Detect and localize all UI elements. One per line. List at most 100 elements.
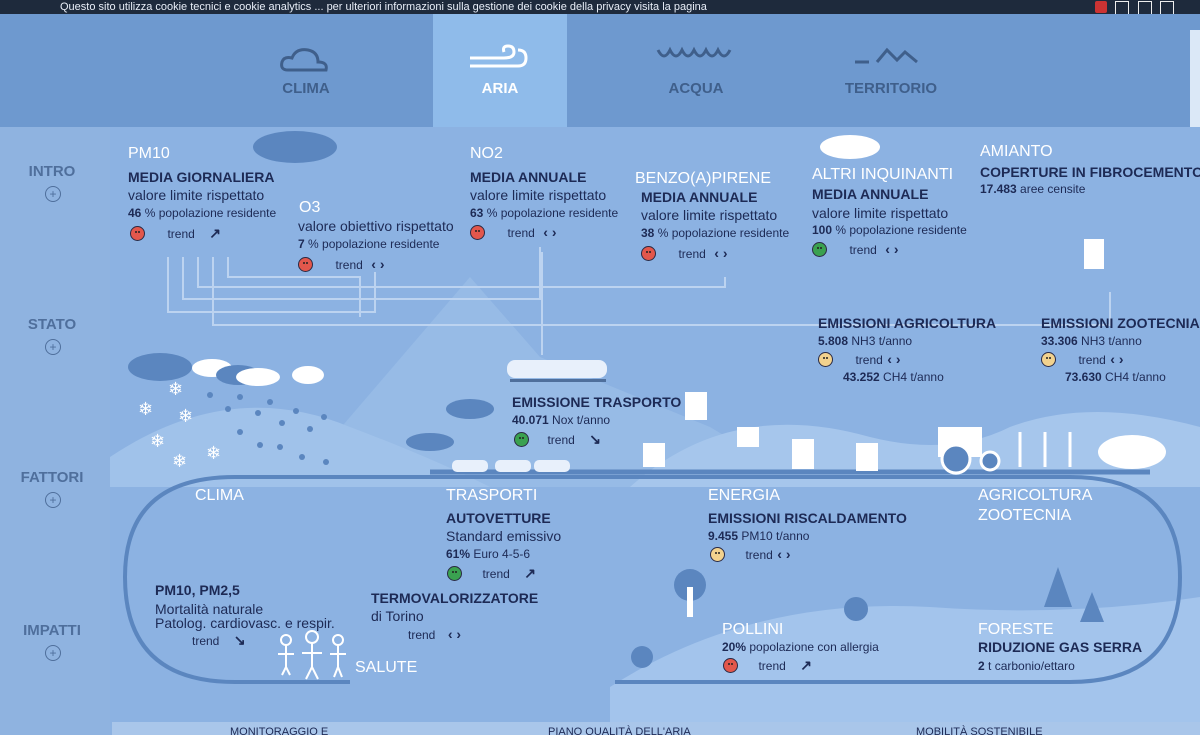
- pm25-line1: Mortalità naturale: [155, 601, 264, 617]
- bad-face-icon: [298, 257, 313, 273]
- tab-territorio[interactable]: TERRITORIO: [824, 14, 958, 132]
- sidebar-label: IMPATTI: [23, 622, 81, 639]
- expand-icon[interactable]: +: [45, 186, 61, 202]
- termo-subtitle: TERMOVALORIZZATORE: [371, 590, 539, 606]
- benzo-title: BENZO(A)PIRENE: [635, 170, 772, 187]
- fattori-energia: ENERGIA: [708, 487, 781, 504]
- termo-line1: di Torino: [371, 608, 424, 624]
- cookie-banner: Questo sito utilizza cookie tecnici e co…: [0, 0, 1200, 14]
- waves-icon: [656, 46, 732, 58]
- tab-bar: [0, 14, 1200, 127]
- benzo-trend[interactable]: trend ‹ ›: [641, 245, 727, 263]
- tab-label: TERRITORIO: [844, 80, 938, 97]
- o3-status: valore obiettivo rispettato: [298, 218, 454, 234]
- bad-face-icon: [130, 226, 145, 242]
- scrollbar[interactable]: [1190, 30, 1200, 130]
- pm10-subtitle: MEDIA GIORNALIERA: [128, 169, 275, 185]
- trend-arrow-icon: ‹ ›: [371, 256, 385, 272]
- svg-text:❄: ❄: [138, 399, 153, 419]
- trend-arrow-icon: ↗: [800, 657, 812, 673]
- fattori-zootecnia: ZOOTECNIA: [978, 507, 1072, 524]
- good-face-icon: [812, 242, 827, 258]
- trend-arrow-icon: ↘: [589, 431, 601, 447]
- sidebar-item-impatti[interactable]: IMPATTI: [0, 622, 104, 639]
- good-face-icon: [447, 566, 462, 582]
- amianto-title: AMIANTO: [980, 143, 1053, 160]
- foreste-title: FORESTE: [978, 621, 1054, 638]
- fattori-agricoltura: AGRICOLTURA: [978, 487, 1093, 504]
- agri-ch4: 43.252 CH4 t/anno: [843, 370, 944, 384]
- no2-status: valore limite rispettato: [470, 187, 607, 203]
- expand-icon[interactable]: +: [45, 645, 61, 661]
- checkbox-icon[interactable]: [1160, 1, 1174, 15]
- tab-clima[interactable]: CLIMA: [239, 14, 373, 132]
- trend-arrow-icon: ↘: [233, 632, 246, 648]
- pm10-title: PM10: [128, 145, 170, 162]
- zoo-ch4: 73.630 CH4 t/anno: [1065, 370, 1166, 384]
- bad-face-icon: [723, 658, 738, 674]
- trend-arrow-icon: ‹ ›: [777, 546, 791, 562]
- benzo-subtitle: MEDIA ANNUALE: [641, 189, 758, 205]
- bottom-link-mobilita[interactable]: MOBILITÀ SOSTENIBILE: [916, 726, 1043, 735]
- no2-pct: 63 % popolazione residente: [470, 206, 619, 220]
- pollini-title: POLLINI: [722, 621, 784, 638]
- trend-arrow-icon: ↗: [209, 225, 221, 241]
- sidebar-item-stato[interactable]: STATO: [0, 316, 104, 333]
- fattori-clima: CLIMA: [195, 487, 244, 504]
- svg-text:❄: ❄: [172, 451, 187, 471]
- close-icon[interactable]: [1095, 1, 1107, 13]
- o3-title: O3: [299, 199, 321, 216]
- landscape-illustration: ❄❄❄ ❄❄❄: [110, 131, 1200, 735]
- sidebar: [0, 127, 110, 735]
- pm25-trend[interactable]: trend ↘: [192, 632, 246, 648]
- zoo-subtitle: EMISSIONI ZOOTECNIA: [1041, 315, 1200, 331]
- checkbox-icon[interactable]: [1115, 1, 1129, 15]
- good-face-icon: [514, 432, 529, 448]
- checkbox-icon[interactable]: [1138, 1, 1152, 15]
- tab-aria[interactable]: ARIA: [433, 14, 567, 132]
- sidebar-label: INTRO: [28, 163, 76, 180]
- svg-text:❄: ❄: [168, 379, 183, 399]
- agri-trend[interactable]: trend ‹ ›: [818, 351, 900, 369]
- altri-subtitle: MEDIA ANNUALE: [812, 186, 929, 202]
- tab-label: ACQUA: [668, 80, 724, 97]
- termo-trend[interactable]: trend ‹ ›: [408, 626, 462, 642]
- wind-icon: [470, 44, 528, 68]
- altri-trend[interactable]: trend ‹ ›: [812, 241, 898, 259]
- zoo-trend[interactable]: trend ‹ ›: [1041, 351, 1123, 369]
- agri-nh3: 5.808 NH3 t/anno: [818, 334, 913, 348]
- altri-pct: 100 % popolazione residente: [812, 223, 967, 237]
- pm10-trend[interactable]: trend ↗: [130, 225, 221, 243]
- fattori-trasporti: TRASPORTI: [446, 487, 538, 504]
- autovetture-trend[interactable]: trend ↗: [447, 565, 536, 583]
- expand-icon[interactable]: +: [45, 492, 61, 508]
- trasporto-trend[interactable]: trend ↘: [514, 431, 601, 449]
- mountain-icon: [855, 47, 918, 64]
- neutral-face-icon: [710, 547, 725, 563]
- pm10-pct: 46 % popolazione residente: [128, 206, 277, 220]
- bad-face-icon: [470, 225, 485, 241]
- sidebar-item-fattori[interactable]: FATTORI: [0, 469, 104, 486]
- tab-label: ARIA: [481, 80, 519, 97]
- expand-icon[interactable]: +: [45, 339, 61, 355]
- trend-arrow-icon: ‹ ›: [1110, 351, 1124, 367]
- trend-arrow-icon: ‹ ›: [714, 245, 728, 261]
- tab-acqua[interactable]: ACQUA: [629, 14, 763, 132]
- bottom-link-monitoraggio[interactable]: MONITORAGGIO E: [230, 726, 329, 735]
- tab-label: CLIMA: [282, 80, 330, 97]
- svg-text:❄: ❄: [206, 443, 221, 463]
- o3-pct: 7 % popolazione residente: [298, 237, 440, 251]
- pollini-trend[interactable]: trend ↗: [723, 657, 812, 675]
- bottom-link-piano[interactable]: PIANO QUALITÀ DELL'ARIA: [548, 726, 691, 735]
- foreste-subtitle: RIDUZIONE GAS SERRA: [978, 639, 1143, 655]
- trend-arrow-icon: ‹ ›: [543, 224, 557, 240]
- riscald-trend[interactable]: trend ‹ ›: [710, 546, 790, 564]
- amianto-value: 17.483 aree censite: [980, 182, 1086, 196]
- autovetture-status: Standard emissivo: [446, 528, 562, 544]
- sidebar-item-intro[interactable]: INTRO: [0, 163, 104, 180]
- pm25-line2: Patolog. cardiovasc. e respir.: [155, 615, 335, 631]
- o3-trend[interactable]: trend ‹ ›: [298, 256, 384, 274]
- no2-trend[interactable]: trend ‹ ›: [470, 224, 556, 242]
- altri-status: valore limite rispettato: [812, 205, 949, 221]
